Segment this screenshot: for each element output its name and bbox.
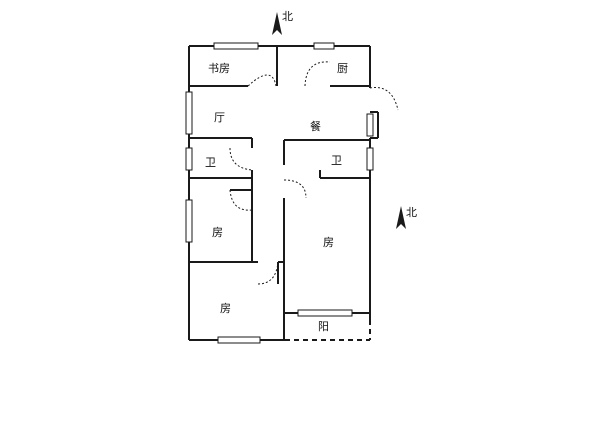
door-study (247, 74, 277, 87)
walls (188, 45, 379, 341)
room-label-bath-left: 卫 (205, 156, 216, 169)
doors (229, 61, 399, 285)
window-dining (366, 113, 374, 137)
door-entry (369, 86, 399, 111)
north-arrow-icon (272, 12, 282, 35)
windows (185, 42, 374, 344)
north-arrow-icon (396, 206, 406, 229)
room-label-bath-right: 卫 (331, 154, 342, 167)
compass-right-label: 北 (406, 206, 417, 219)
room-labels: 书房 厨 厅 餐 卫 卫 房 房 房 阳 (205, 62, 348, 333)
window-bedroom-mid (185, 199, 193, 243)
door-bath-right (283, 179, 307, 199)
room-label-balcony: 阳 (318, 320, 329, 333)
window-balcony (297, 309, 353, 317)
room-label-study: 书房 (208, 62, 230, 75)
window-bath-left (185, 147, 193, 171)
room-label-bedroom-bottom: 房 (220, 302, 231, 315)
window-bath-right (366, 147, 374, 171)
window-living (185, 91, 193, 135)
door-bedroom-bottom (257, 261, 279, 285)
door-bedroom-mid (229, 189, 253, 211)
door-bath-left (229, 147, 253, 171)
room-label-bedroom-mid: 房 (212, 226, 223, 239)
compass-right: 北 (396, 206, 417, 229)
room-label-kitchen: 厨 (337, 62, 348, 75)
window-bedroom-bottom (217, 336, 261, 344)
door-kitchen (304, 61, 331, 87)
room-label-bedroom-large: 房 (323, 236, 334, 249)
window-study (213, 42, 259, 50)
compass-top: 北 (272, 10, 293, 35)
window-kitchen (313, 42, 335, 50)
room-label-living: 厅 (214, 111, 225, 124)
room-label-dining: 餐 (310, 119, 321, 133)
compass-top-label: 北 (282, 10, 293, 23)
